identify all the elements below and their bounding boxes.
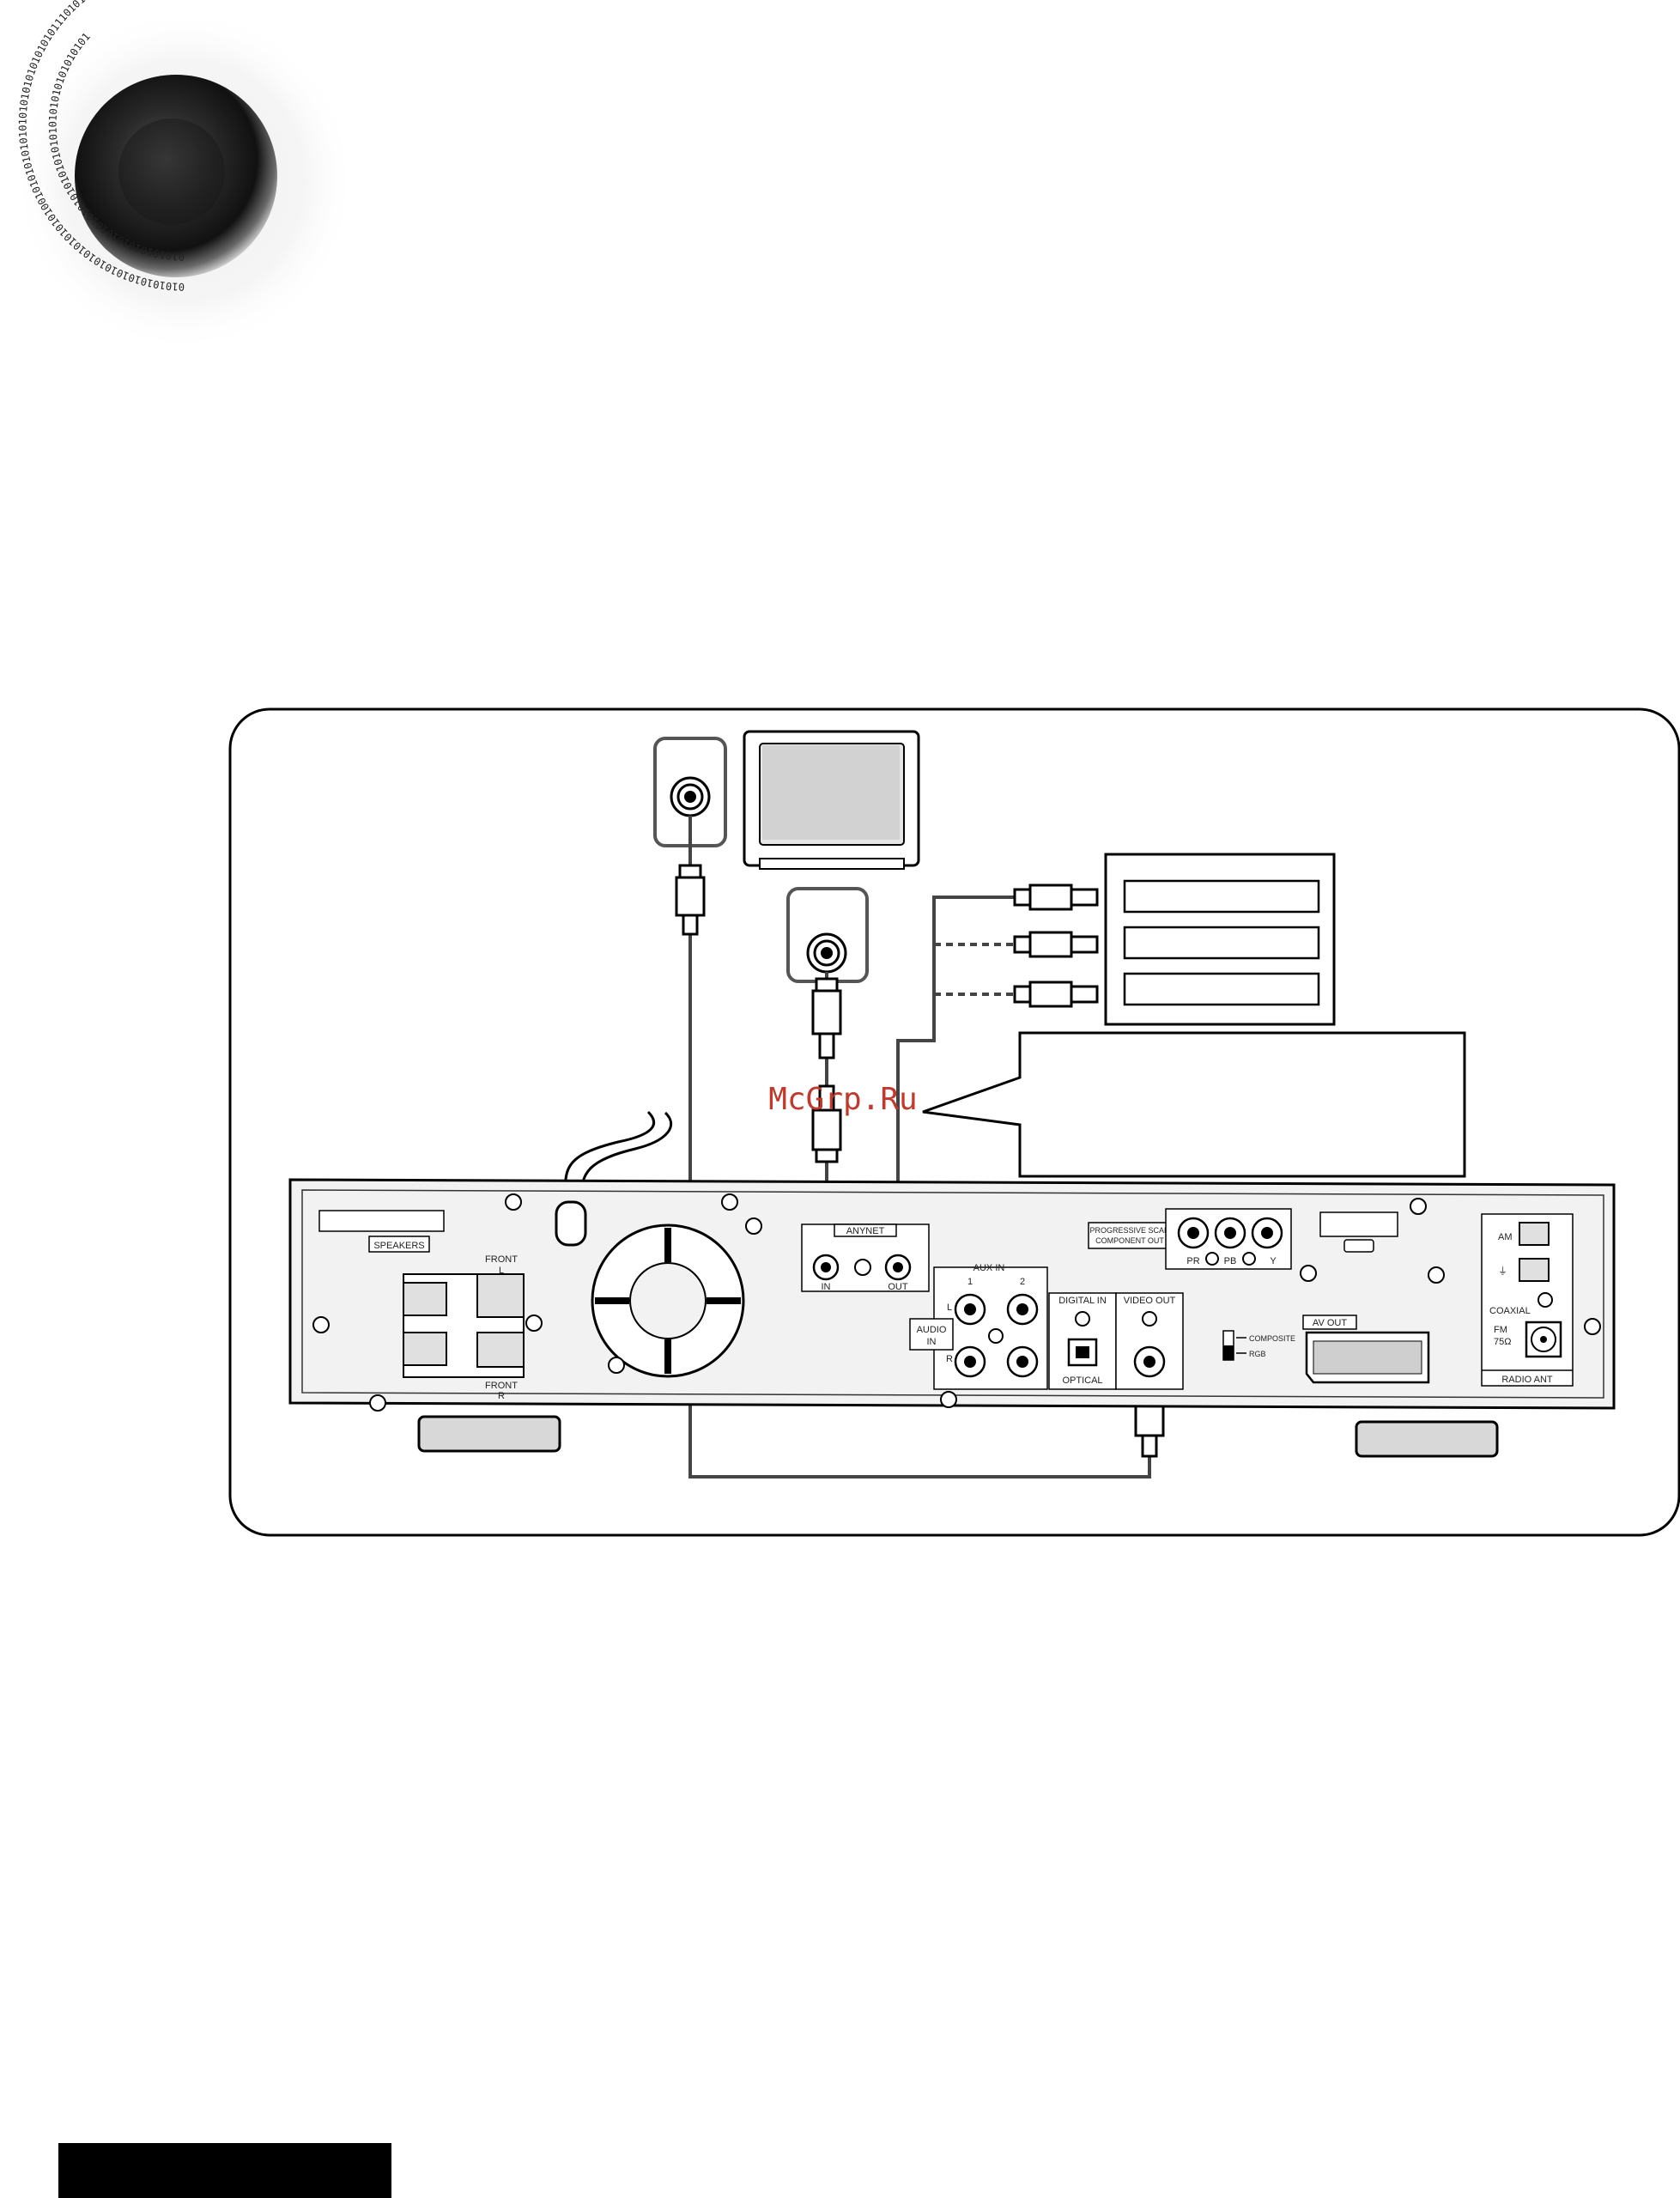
receiver-foot-left xyxy=(417,1415,561,1453)
speakers-label: SPEAKERS xyxy=(373,1241,424,1251)
pb-label: PB xyxy=(1224,1256,1237,1266)
aux-in-label: AUX IN xyxy=(973,1263,1005,1273)
front-right-label: FRONT xyxy=(485,1381,518,1391)
front-right-mark: R xyxy=(498,1391,505,1401)
component-plug-3 xyxy=(1013,981,1099,1008)
rca-plug-icon xyxy=(678,864,702,879)
component-plug-1 xyxy=(1013,883,1099,911)
speaker-terminals xyxy=(403,1273,525,1378)
aux-l-label: L xyxy=(947,1302,952,1313)
digital-in-block: DIGITAL IN OPTICAL xyxy=(1048,1292,1117,1390)
av-out-label: AV OUT xyxy=(1313,1318,1347,1328)
speaker-dustcap xyxy=(118,118,225,225)
audio-in-label-2: IN xyxy=(927,1337,937,1347)
footer-bar xyxy=(58,2143,391,2198)
component-input-device xyxy=(1104,853,1336,1026)
aux-r-label: R xyxy=(946,1354,953,1364)
cooling-fan-icon xyxy=(591,1223,745,1378)
anynet-block: ANYNET IN OUT xyxy=(801,1223,930,1292)
component-plug-2 xyxy=(1013,931,1099,958)
cable-anynet-out xyxy=(896,896,1015,1271)
screw-icons xyxy=(312,1193,1601,1412)
rca-plug-icon xyxy=(675,876,706,917)
component-input-pb xyxy=(1123,926,1320,960)
optical-jack xyxy=(1067,1338,1098,1367)
component-input-y xyxy=(1123,972,1320,1006)
composite-rgb-switch: COMPOSITE RGB xyxy=(1222,1330,1295,1361)
composite-label: COMPOSITE xyxy=(1249,1334,1295,1343)
aux-in-block: AUX IN 1 2 L R AUDIO IN xyxy=(909,1263,1048,1390)
cable-video-out xyxy=(688,816,1151,1478)
y-label: Y xyxy=(1270,1256,1277,1266)
digital-in-label: DIGITAL IN xyxy=(1058,1296,1107,1306)
rca-plug-icon xyxy=(811,989,842,1035)
rgb-label: RGB xyxy=(1249,1350,1266,1358)
rca-plug-icon xyxy=(811,1108,842,1151)
aux-2-label: 2 xyxy=(1020,1277,1025,1287)
pr-label: PR xyxy=(1186,1256,1199,1266)
progressive-label-2: COMPONENT OUT xyxy=(1095,1236,1164,1245)
av-out-scart: AV OUT xyxy=(1302,1315,1430,1384)
fm-label: FM xyxy=(1494,1325,1507,1335)
front-left-mark: L xyxy=(499,1266,504,1276)
front-left-label: FRONT xyxy=(485,1254,518,1265)
video-out-block: VIDEO OUT xyxy=(1115,1292,1184,1390)
coaxial-label: COAXIAL xyxy=(1489,1306,1531,1316)
watermark-text: McGrp.Ru xyxy=(768,1082,917,1117)
anynet-label: ANYNET xyxy=(846,1226,885,1236)
anynet-in-label: IN xyxy=(822,1282,831,1292)
speaker-logo: 0101010101010101010101010100101010101010… xyxy=(13,0,356,352)
video-out-label: VIDEO OUT xyxy=(1124,1296,1176,1306)
fm-impedance-label: 75Ω xyxy=(1494,1337,1511,1347)
progressive-label: PROGRESSIVE SCAN xyxy=(1089,1226,1169,1235)
optical-label: OPTICAL xyxy=(1062,1375,1102,1386)
audio-in-label: AUDIO xyxy=(917,1325,947,1335)
ground-icon: ⏚ xyxy=(1498,1266,1507,1277)
video-jack-panel-device xyxy=(786,887,869,983)
aux-1-label: 1 xyxy=(967,1277,973,1287)
radio-ant-block: AM ⏚ COAXIAL FM 75Ω RADIO ANT xyxy=(1481,1213,1574,1387)
receiver-foot-right xyxy=(1355,1420,1499,1458)
diagram-frame xyxy=(228,707,1680,1537)
radio-ant-label: RADIO ANT xyxy=(1501,1375,1553,1385)
am-label: AM xyxy=(1498,1232,1513,1242)
receiver-rear-panel: SPEAKERS FRONT L FRONT R xyxy=(288,1178,1616,1458)
anynet-out-label: OUT xyxy=(888,1282,908,1292)
cable-plugs xyxy=(675,864,1165,1458)
television-icon xyxy=(743,730,920,870)
progressive-scan-block: PROGRESSIVE SCAN COMPONENT OUT PR PB Y xyxy=(1088,1208,1292,1270)
callout-box xyxy=(922,1031,1466,1178)
component-input-pr xyxy=(1123,879,1320,914)
